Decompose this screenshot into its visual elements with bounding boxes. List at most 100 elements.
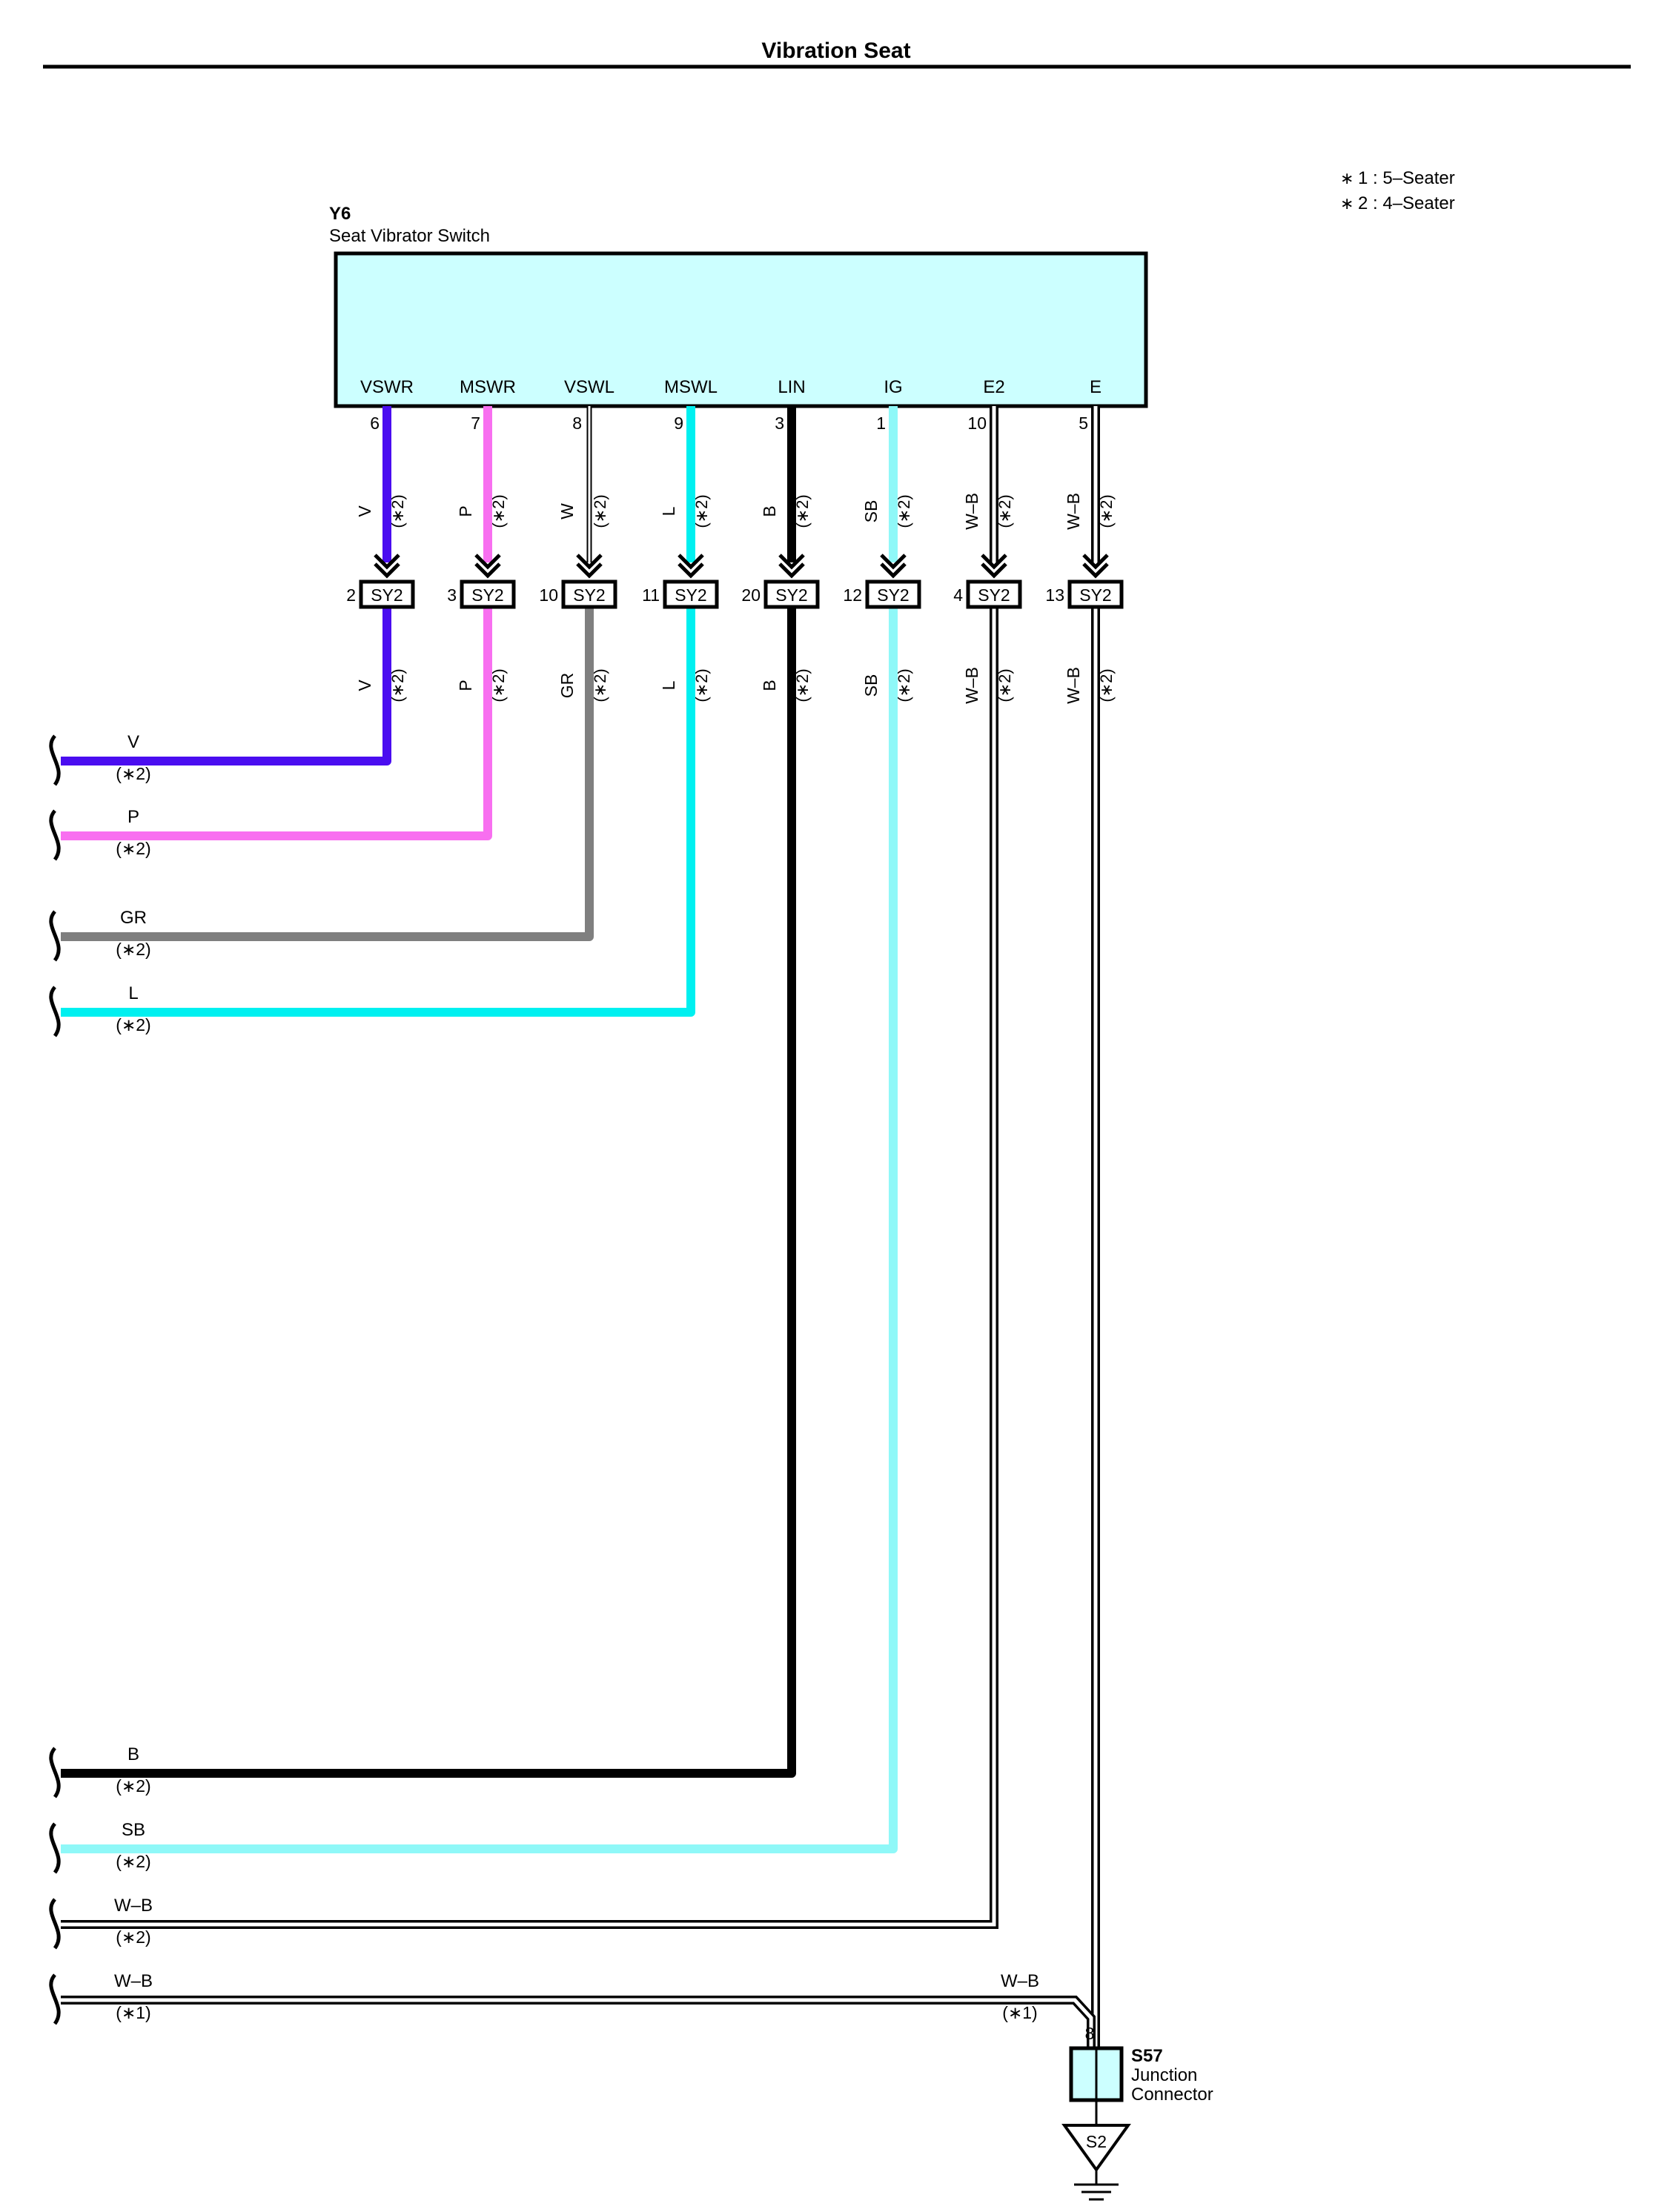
wire-break-lin [49,1747,61,1799]
lower-color-vswl: GR [557,673,577,699]
wires-layer [61,406,1100,2048]
arrow-ig-2 [880,562,907,579]
note-mark-2: ∗ [1340,194,1354,213]
connector-pin-mswr: 3 [447,585,457,605]
output-color-mswl: L [128,983,138,1003]
lower-note-e2: (∗2) [995,668,1014,702]
pin-vswr: 6 [370,413,380,433]
ground-point-label: S2 [1086,2132,1107,2151]
connector-label-vswr: SY2 [371,585,402,605]
connector-pin-e: 13 [1045,585,1064,605]
terminal-name-mswl: MSWL [664,377,718,397]
pin-lin: 3 [775,413,784,433]
connector-box-e [1067,579,1124,609]
pin-ig: 1 [876,413,886,433]
wire-break-mswr [49,809,61,861]
wire-lower-vswl [61,607,594,941]
output-color-e2: W–B [114,1896,153,1916]
lower-note-ig: (∗2) [895,668,913,702]
lower-note-mswl: (∗2) [692,668,711,702]
junction-code: S57 [1131,2046,1163,2066]
connector-label-vswl: SY2 [573,585,605,605]
arrow-lin-1 [778,554,805,570]
extra-wire-note: (∗1) [116,2003,150,2022]
pin-mswr: 7 [471,413,480,433]
upper-note-ig: (∗2) [895,494,913,528]
lower-note-vswr: (∗2) [388,668,407,702]
connector-label-lin: SY2 [775,585,807,605]
connector-pin-ig: 12 [843,585,862,605]
upper-note-vswr: (∗2) [388,494,407,528]
output-color-lin: B [127,1744,139,1764]
component-name: Seat Vibrator Switch [329,226,490,246]
component-code: Y6 [329,204,351,224]
arrow-mswl-1 [678,554,704,570]
output-note-e2: (∗2) [116,1927,150,1947]
arrow-e-1 [1082,554,1109,570]
connector-box-vswr [359,579,415,609]
wire-break-vswl [49,910,61,962]
arrow-vswr-1 [374,554,400,570]
upper-note-e: (∗2) [1097,494,1116,528]
connector-box-vswl [561,579,617,609]
upper-color-vswr: V [355,505,374,517]
output-note-ig: (∗2) [116,1852,150,1871]
terminal-name-vswl: VSWL [564,377,614,397]
ground-triangle [1061,2124,1131,2173]
lower-color-ig: SB [861,674,881,697]
terminal-name-vswr: VSWR [360,377,414,397]
lower-color-mswr: P [456,680,475,691]
junction-name-line-2: Connector [1131,2085,1213,2105]
wire-lower-mswl [61,607,695,1017]
output-note-lin: (∗2) [116,1776,150,1796]
arrow-e-2 [1082,562,1109,579]
extra-wire-right-color: W–B [1001,1971,1039,1991]
terminal-name-mswr: MSWR [460,377,516,397]
upper-color-lin: B [760,505,779,517]
junction-pin: 8 [1085,2024,1095,2043]
diagram-title: Vibration Seat [761,39,910,63]
lower-note-lin: (∗2) [793,668,812,702]
connector-box-e2 [966,579,1022,609]
connector-label-e: SY2 [1079,585,1111,605]
terminal-name-e: E [1090,377,1101,397]
junction-connector-s57: 8 S57 Junction Connector S2 [1061,2024,1213,2201]
wire-break-ig [49,1822,61,1874]
upper-color-e: W–B [1064,493,1083,530]
upper-color-mswr: P [456,505,475,517]
pin-mswl: 9 [674,413,683,433]
output-color-mswr: P [127,807,139,827]
terminal-name-ig: IG [884,377,902,397]
wire-lower-e2-inner [61,607,996,1927]
output-note-vswr: (∗2) [116,764,150,783]
legend-notes: ∗ 1 : 5–Seater ∗ 2 : 4–Seater [1340,168,1455,213]
upper-color-ig: SB [861,500,881,523]
pin-e2: 10 [967,413,987,433]
arrow-mswr-1 [474,554,501,570]
output-note-mswr: (∗2) [116,839,150,858]
wire-lower-e2-outer [61,607,998,1929]
connector-pin-vswr: 2 [346,585,356,605]
lower-color-e: W–B [1064,667,1083,704]
upper-color-mswl: L [659,506,678,516]
note-1: 1 : 5–Seater [1358,168,1455,188]
terminal-name-lin: LIN [778,377,805,397]
wire-lower-mswr [61,607,492,840]
upper-note-vswl: (∗2) [591,494,609,528]
lower-note-mswr: (∗2) [489,668,508,702]
lower-color-mswl: L [659,680,678,690]
output-note-mswl: (∗2) [116,1015,150,1034]
connector-pin-vswl: 10 [539,585,558,605]
arrow-ig-1 [880,554,907,570]
output-color-vswr: V [127,732,139,752]
extra-wire-right-note: (∗1) [1002,2003,1037,2022]
wire-lower-ig [61,607,898,1853]
connector-box-mswr [460,579,516,609]
wire-lower-lin [61,607,796,1778]
connector-label-mswl: SY2 [675,585,706,605]
output-color-ig: SB [122,1820,145,1840]
connector-label-ig: SY2 [877,585,909,605]
pin-e: 5 [1079,413,1088,433]
lower-color-lin: B [760,680,779,691]
